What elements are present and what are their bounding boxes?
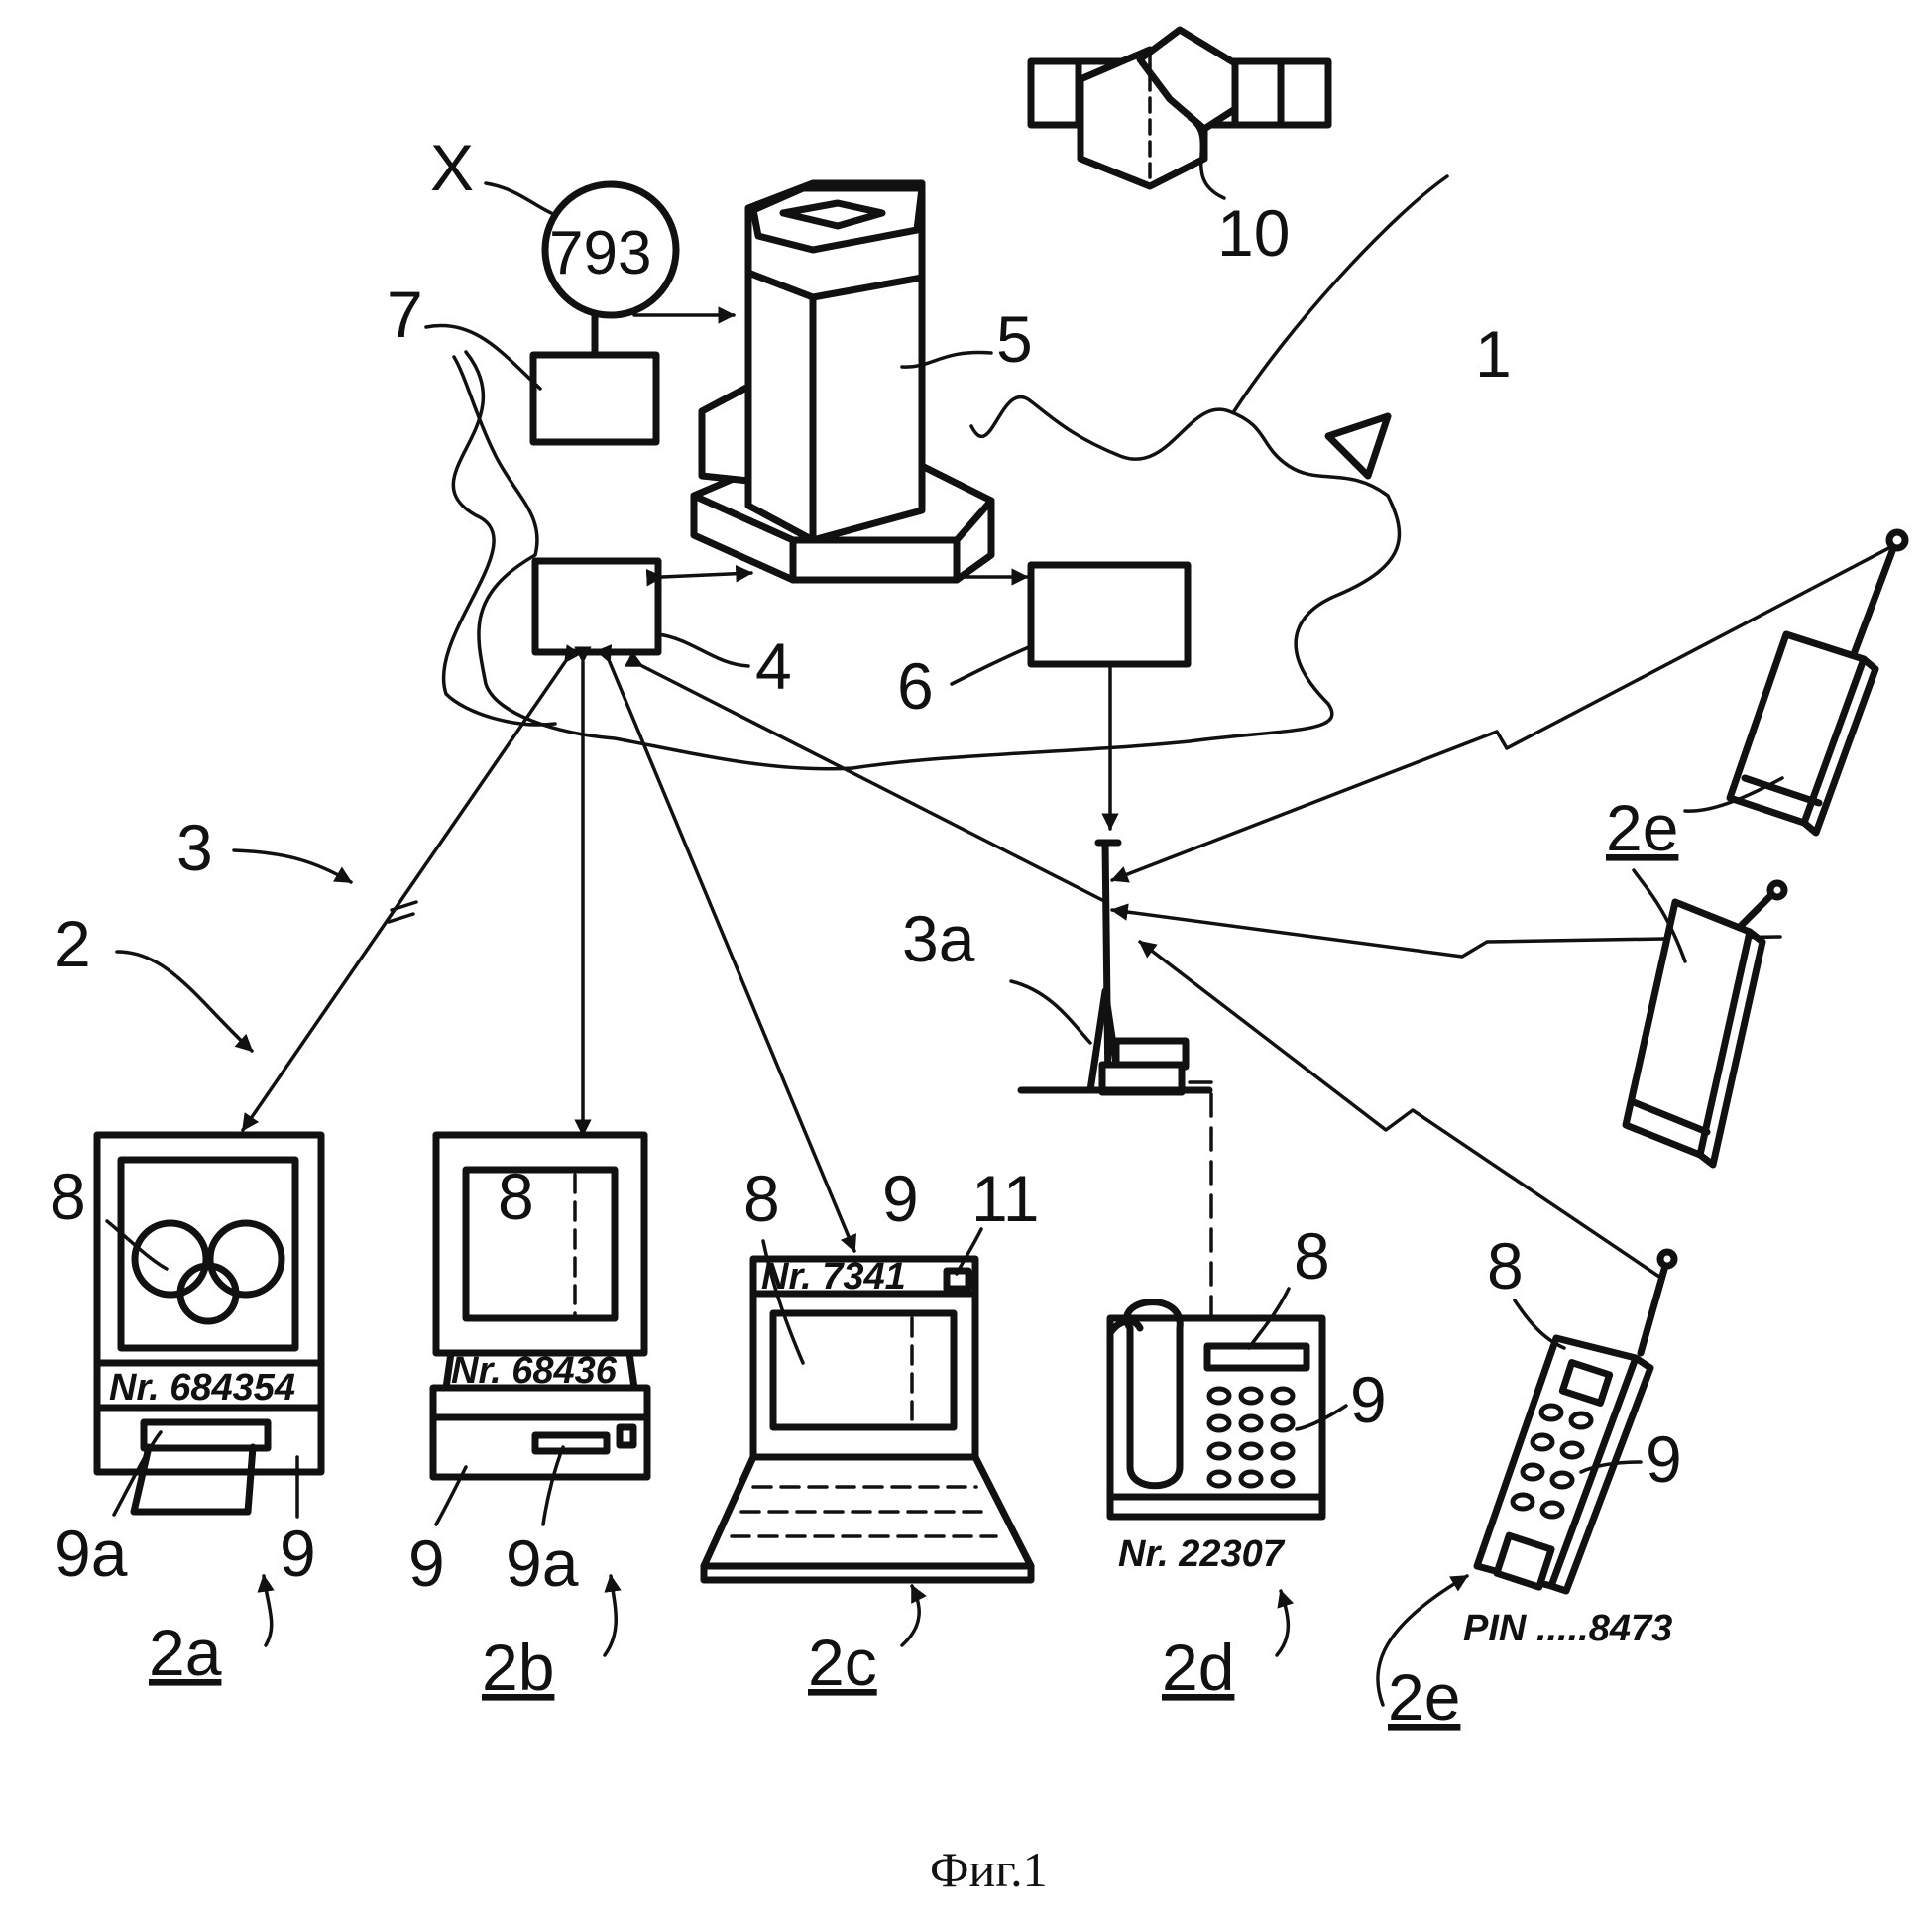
- terminal-2c-icon: [704, 1259, 1031, 1580]
- figure-caption: Фиг.1: [930, 1842, 1048, 1897]
- mobile-phone-upper-icon: [1730, 532, 1905, 833]
- terminal-2e-plate: PIN .....8473: [1463, 1608, 1672, 1649]
- terminal-2a-icon: [97, 1135, 321, 1512]
- switch-label: 4: [755, 629, 792, 703]
- terminal-2b-icon: [433, 1135, 647, 1477]
- transmitter-box: [1031, 565, 1188, 664]
- terminal-2a-keyboard-label: 9: [280, 1517, 316, 1590]
- satellite-icon: [1031, 30, 1328, 198]
- terminal-2c-label: 2c: [808, 1626, 877, 1699]
- terminals-group-label: 2: [55, 907, 91, 980]
- link-mast: [642, 666, 1102, 900]
- terminal-2e-keyboard-label: 9: [1646, 1422, 1682, 1496]
- satellite-label: 10: [1217, 196, 1290, 270]
- terminal-2b-screen-label: 8: [498, 1160, 534, 1233]
- terminal-2a-slot-label: 9a: [55, 1517, 128, 1590]
- terminal-2c-screen-label: 8: [743, 1162, 780, 1235]
- terminal-2d-icon: [1110, 1302, 1322, 1517]
- terminal-2a-screen-label: 8: [50, 1160, 86, 1233]
- terminal-2e-label: 2e: [1388, 1660, 1460, 1734]
- computer-center-label: 5: [996, 302, 1033, 376]
- counter-label: 7: [387, 278, 423, 351]
- mobile-phone-middle-icon: [1626, 883, 1784, 1165]
- terminal-2e-screen-label: 8: [1487, 1229, 1524, 1302]
- terminal-2a-label: 2a: [149, 1616, 222, 1689]
- terminal-2d-plate: Nr. 22307: [1118, 1533, 1286, 1575]
- indicator-prefix: X: [430, 131, 474, 204]
- computer-center-icon: [694, 183, 991, 580]
- terminal-2c-keyboard-label: 9: [882, 1162, 919, 1235]
- terminal-2e-icon: [1477, 1252, 1674, 1591]
- terminal-2d-screen-label: 8: [1294, 1219, 1330, 1293]
- indicator-value: 793: [549, 219, 651, 287]
- link-2a: [243, 662, 565, 1130]
- terminal-2d-keyboard-label: 9: [1350, 1363, 1387, 1436]
- counter-box: [533, 355, 656, 442]
- terminal-2b-label: 2b: [482, 1631, 554, 1704]
- radio-mast-label: 3a: [902, 902, 975, 975]
- link-label: 3: [176, 811, 213, 884]
- switch-box: [535, 561, 658, 652]
- mobile-2e-upper-label: 2e: [1606, 791, 1678, 864]
- terminal-2d-label: 2d: [1162, 1631, 1234, 1704]
- terminal-2c-reader-label: 11: [971, 1162, 1040, 1235]
- terminal-2b-plate: Nr. 68436: [451, 1350, 618, 1392]
- transmitter-label: 6: [897, 649, 934, 723]
- terminal-2b-slot-label: 9a: [506, 1526, 579, 1600]
- terminal-2b-keyboard-label: 9: [408, 1526, 445, 1600]
- network-label: 1: [1475, 317, 1512, 391]
- terminal-2c-plate: Nr. 7341: [761, 1256, 906, 1298]
- terminal-2a-plate: Nr. 684354: [109, 1367, 295, 1409]
